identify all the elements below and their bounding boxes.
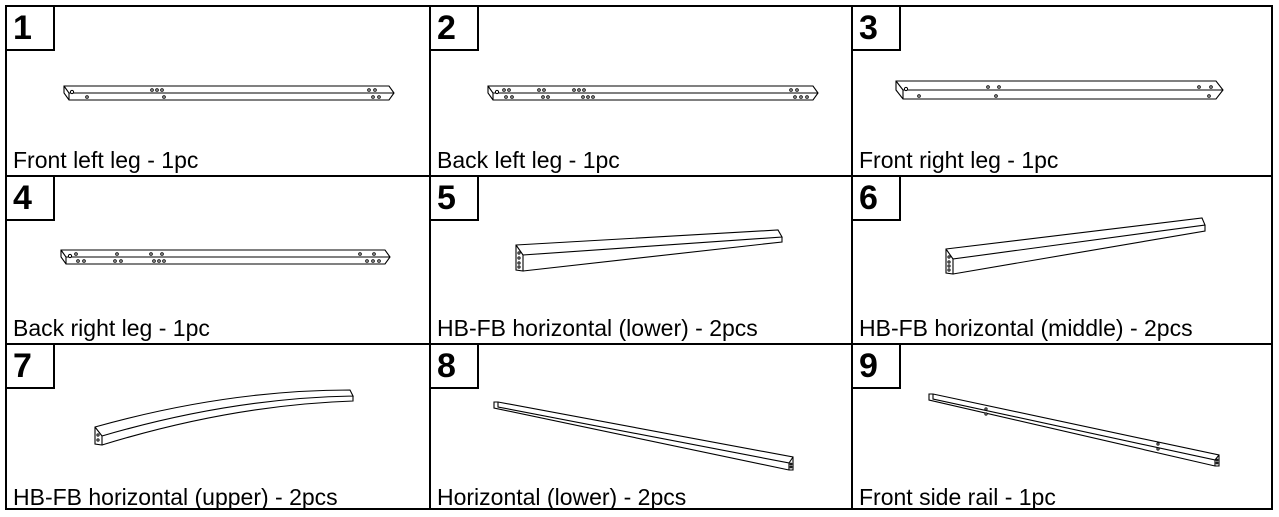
grid-divider (429, 7, 431, 508)
leg-beam-icon (487, 85, 819, 101)
grid-divider (7, 175, 1271, 177)
part-cell-2: 2 Back left leg - 1pc (431, 7, 851, 175)
part-label: HB-FB horizontal (lower) - 2pcs (437, 315, 758, 341)
part-cell-1: 1 Front left leg - 1pc (7, 7, 429, 175)
part-label: Back left leg - 1pc (437, 147, 620, 173)
part-cell-3: 3 Front right leg - 1pc (853, 7, 1273, 175)
part-number: 2 (431, 7, 479, 51)
part-cell-8: 8 Horizontal (lower) - 2pcs (431, 345, 851, 512)
part-cell-9: 9 Front side rail - 1pc (853, 345, 1273, 512)
part-number: 4 (7, 177, 55, 221)
part-number: 7 (7, 345, 55, 389)
grid-divider (851, 7, 853, 508)
part-cell-4: 4 Back right leg - 1pc (7, 177, 429, 343)
part-number: 5 (431, 177, 479, 221)
rail-icon (493, 401, 794, 471)
leg-beam-icon (60, 249, 391, 265)
part-number: 3 (853, 7, 901, 51)
board-icon (515, 229, 783, 272)
rail-icon (928, 393, 1220, 467)
part-label: Front left leg - 1pc (13, 147, 199, 173)
part-cell-7: 7 HB-FB horizontal (upper) - 2pcs (7, 345, 429, 512)
parts-grid: 1 Front left leg - 1pc 2 Back left leg -… (5, 5, 1273, 510)
board-icon (945, 217, 1206, 275)
grid-divider (7, 343, 1271, 345)
part-label: Front side rail - 1pc (859, 484, 1056, 510)
leg-beam-icon (63, 85, 395, 101)
part-number: 9 (853, 345, 901, 389)
part-number: 1 (7, 7, 55, 51)
part-cell-5: 5 HB-FB horizontal (lower) - 2pcs (431, 177, 851, 343)
part-number: 8 (431, 345, 479, 389)
part-label: HB-FB horizontal (middle) - 2pcs (859, 315, 1193, 341)
part-label: Front right leg - 1pc (859, 147, 1059, 173)
leg-beam-icon (895, 80, 1224, 100)
part-label: HB-FB horizontal (upper) - 2pcs (13, 484, 338, 510)
part-label: Horizontal (lower) - 2pcs (437, 484, 687, 510)
part-cell-6: 6 HB-FB horizontal (middle) - 2pcs (853, 177, 1273, 343)
part-number: 6 (853, 177, 901, 221)
curved-board-icon (94, 389, 354, 446)
part-label: Back right leg - 1pc (13, 315, 210, 341)
